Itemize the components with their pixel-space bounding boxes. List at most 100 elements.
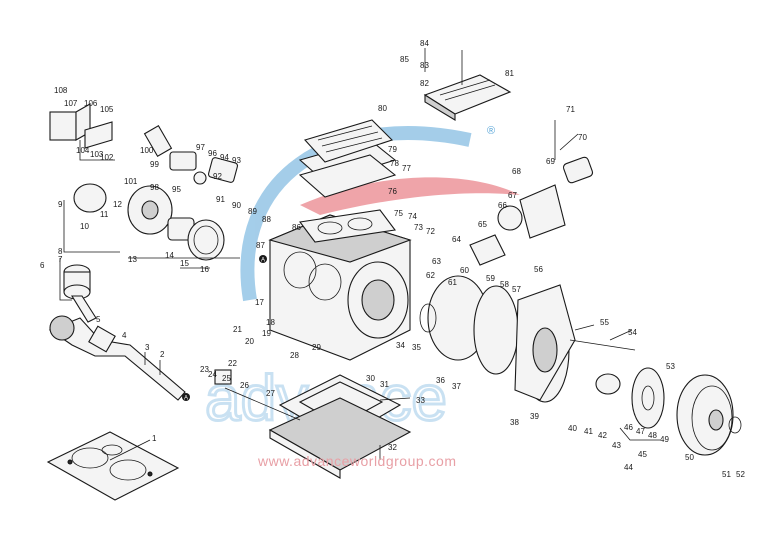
callout-35: 35	[412, 343, 421, 352]
callout-23: 23	[200, 365, 209, 374]
top-head-cover-illustration	[423, 50, 512, 121]
callout-82: 82	[420, 79, 429, 88]
gasket-set-illustration	[46, 431, 180, 501]
callout-49: 49	[660, 435, 669, 444]
callout-64: 64	[452, 235, 461, 244]
callout-9: 9	[58, 200, 63, 209]
callout-8: 8	[58, 247, 63, 256]
callout-85: 85	[400, 55, 409, 64]
discharge-valve-illustration	[469, 120, 594, 266]
callout-102: 102	[100, 153, 114, 162]
callout-4: 4	[122, 331, 127, 340]
marker-a-right: A	[259, 255, 267, 264]
callout-43: 43	[612, 441, 621, 450]
callout-101: 101	[124, 177, 138, 186]
callout-67: 67	[508, 191, 517, 200]
bearing-housing-illustration	[419, 275, 576, 403]
registered-mark: ®	[487, 125, 495, 137]
callout-28: 28	[290, 351, 299, 360]
marker-a-left: A	[182, 393, 190, 402]
callout-59: 59	[486, 274, 495, 283]
callout-98: 98	[150, 183, 159, 192]
callout-48: 48	[648, 431, 657, 440]
callout-89: 89	[248, 207, 257, 216]
callout-107: 107	[64, 99, 78, 108]
service-valve-illustration	[143, 124, 239, 185]
callout-46: 46	[624, 423, 633, 432]
callout-76: 76	[388, 187, 397, 196]
callout-93: 93	[232, 156, 241, 165]
callout-25: 25	[222, 374, 231, 383]
callout-30: 30	[366, 374, 375, 383]
piston-illustration	[63, 264, 97, 323]
callout-57: 57	[512, 285, 521, 294]
callout-61: 61	[448, 278, 457, 287]
callout-44: 44	[624, 463, 633, 472]
callout-55: 55	[600, 318, 609, 327]
callout-38: 38	[510, 418, 519, 427]
callout-88: 88	[262, 215, 271, 224]
callout-50: 50	[685, 453, 694, 462]
callout-84: 84	[420, 39, 429, 48]
callout-32: 32	[388, 443, 397, 452]
callout-90: 90	[232, 201, 241, 210]
long-bolt-illustration	[214, 369, 301, 421]
callout-91: 91	[216, 195, 225, 204]
callout-41: 41	[584, 427, 593, 436]
callout-74: 74	[408, 212, 417, 221]
callout-10: 10	[80, 222, 89, 231]
callout-56: 56	[534, 265, 543, 274]
callout-15: 15	[180, 259, 189, 268]
callout-36: 36	[436, 376, 445, 385]
callout-63: 63	[432, 257, 441, 266]
callout-99: 99	[150, 160, 159, 169]
callout-66: 66	[498, 201, 507, 210]
callout-72: 72	[426, 227, 435, 236]
svg-text:A: A	[261, 258, 265, 264]
callout-77: 77	[402, 164, 411, 173]
callout-83: 83	[420, 61, 429, 70]
callout-78: 78	[390, 159, 399, 168]
callout-22: 22	[228, 359, 237, 368]
callout-58: 58	[500, 280, 509, 289]
callout-60: 60	[460, 266, 469, 275]
callout-105: 105	[100, 105, 114, 114]
callout-54: 54	[628, 328, 637, 337]
callout-40: 40	[568, 424, 577, 433]
callout-17: 17	[255, 298, 264, 307]
callout-95: 95	[172, 185, 181, 194]
crankcase-illustration	[268, 209, 412, 361]
valve-block-illustration	[49, 103, 113, 149]
callout-3: 3	[145, 343, 150, 352]
callout-94: 94	[220, 153, 229, 162]
cylinder-head-illustration	[298, 119, 397, 198]
callout-52: 52	[736, 470, 745, 479]
callout-81: 81	[505, 69, 514, 78]
callout-73: 73	[414, 223, 423, 232]
callout-12: 12	[113, 200, 122, 209]
callout-18: 18	[266, 318, 275, 327]
callout-16: 16	[200, 265, 209, 274]
leader-lines	[59, 48, 660, 461]
callout-6: 6	[40, 261, 45, 270]
callout-51: 51	[722, 470, 731, 479]
callout-42: 42	[598, 431, 607, 440]
callout-87: 87	[256, 241, 265, 250]
crankshaft-illustration	[48, 315, 186, 401]
callout-7: 7	[58, 255, 63, 264]
svg-text:A: A	[184, 396, 188, 402]
callout-53: 53	[666, 362, 675, 371]
callout-70: 70	[578, 133, 587, 142]
callout-37: 37	[452, 382, 461, 391]
callout-68: 68	[512, 167, 521, 176]
callout-14: 14	[165, 251, 174, 260]
callout-79: 79	[388, 145, 397, 154]
callout-86: 86	[292, 223, 301, 232]
callout-104: 104	[76, 146, 90, 155]
callout-34: 34	[396, 341, 405, 350]
callout-33: 33	[416, 396, 425, 405]
callout-103: 103	[90, 150, 104, 159]
callout-96: 96	[208, 149, 217, 158]
end-cover-illustration	[73, 183, 225, 261]
